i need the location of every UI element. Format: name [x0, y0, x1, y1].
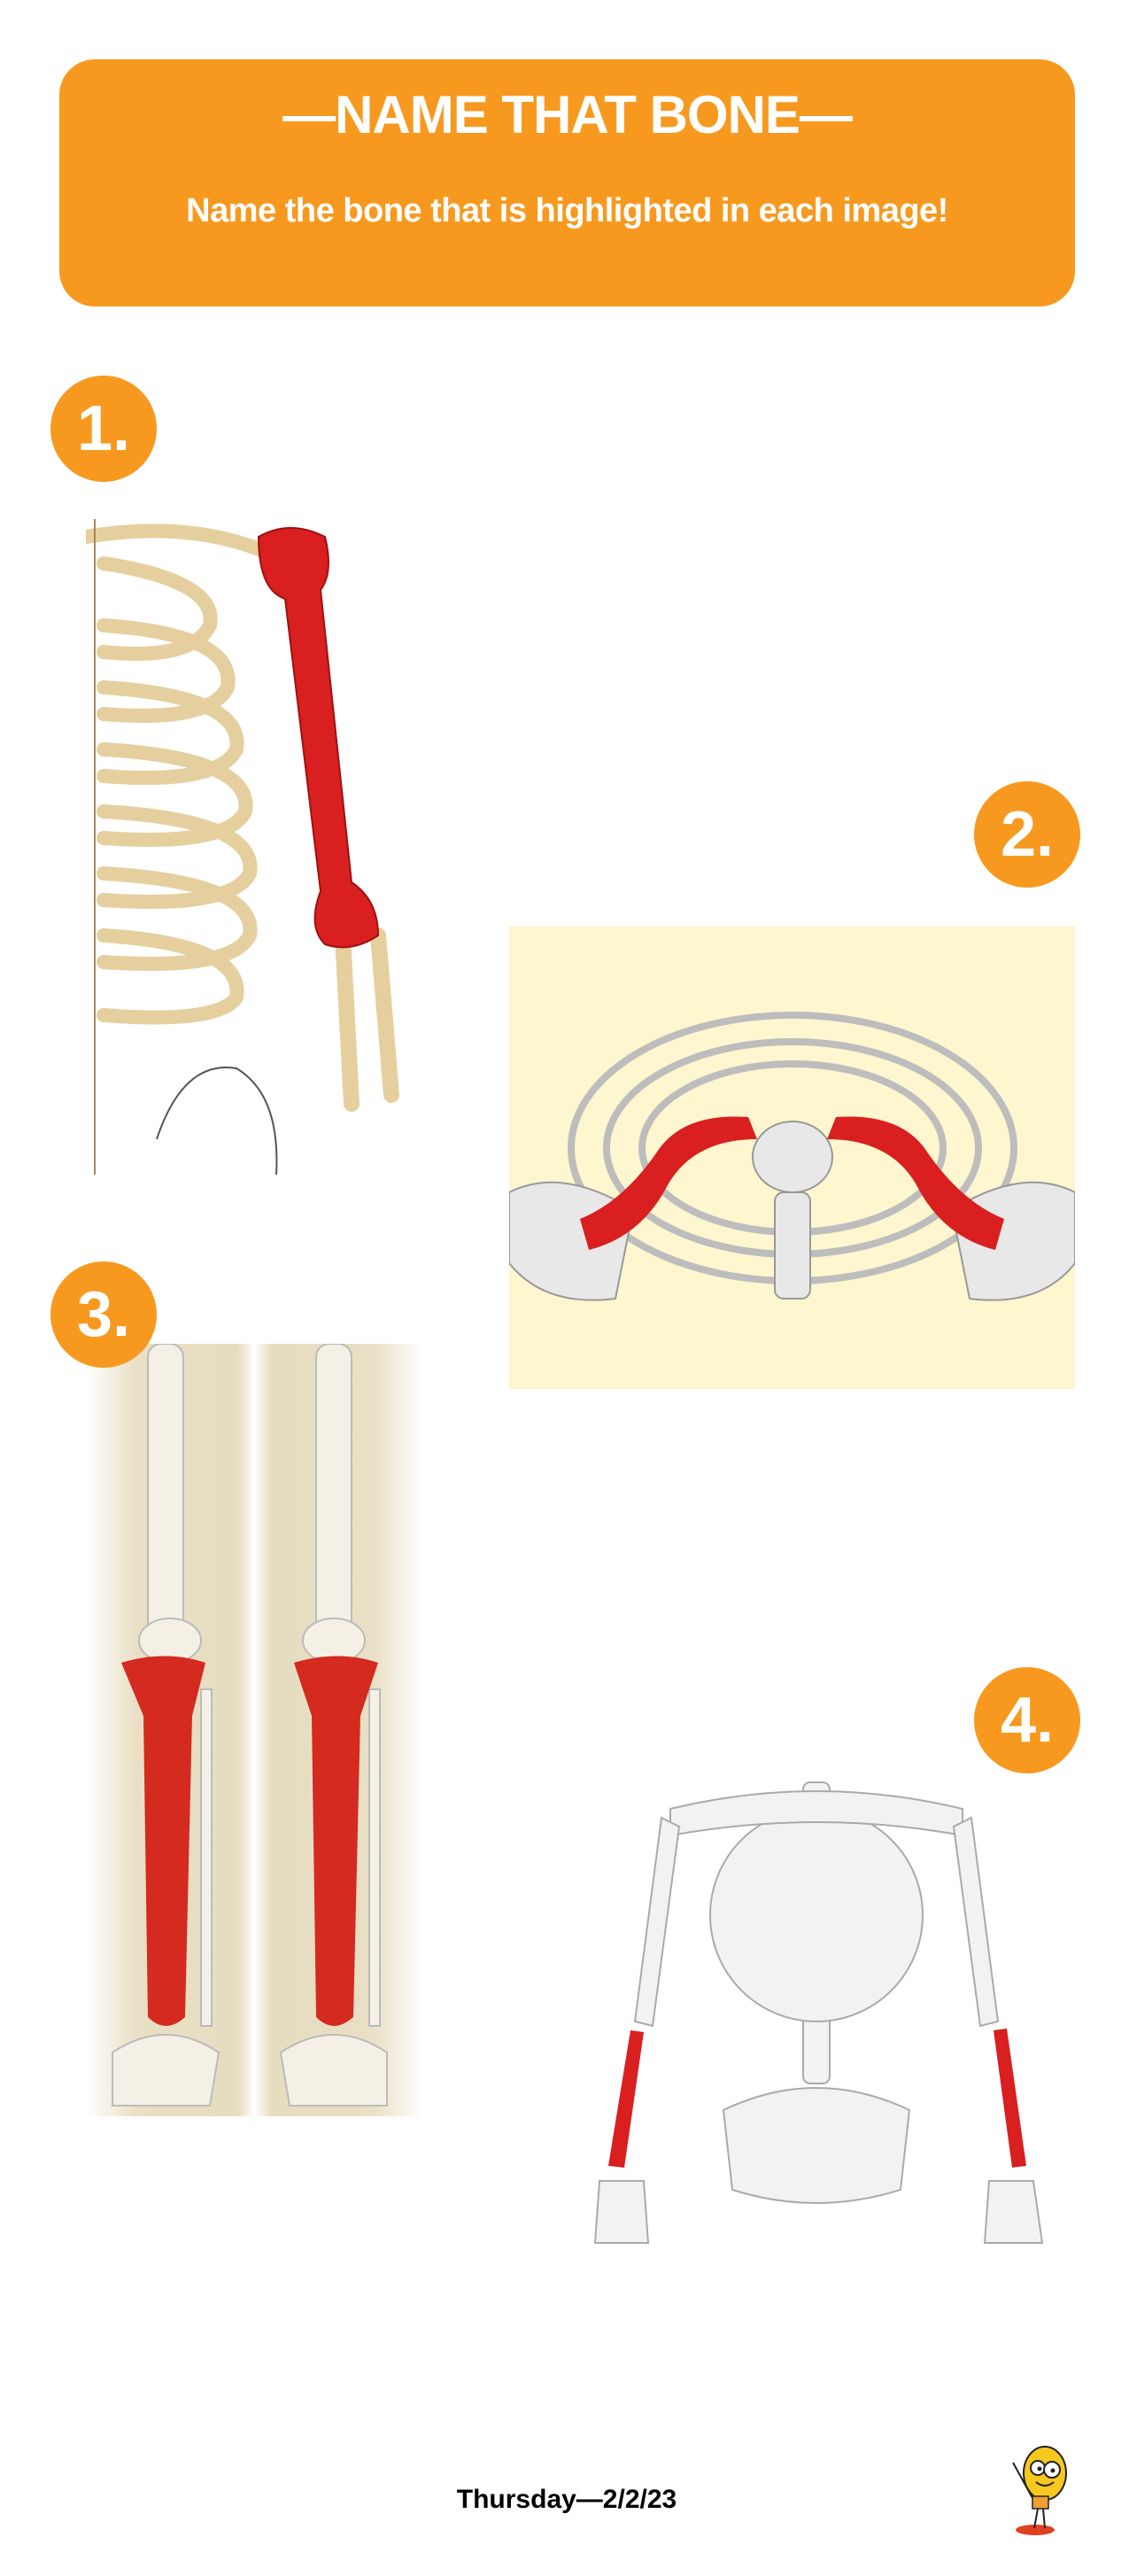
tibia-illustration	[112, 1344, 388, 2107]
question-number-badge: 2.	[974, 781, 1080, 888]
lightbulb-mascot-icon	[994, 2445, 1078, 2538]
question-3-image	[86, 1344, 423, 2116]
humerus-illustration	[86, 519, 399, 1175]
question-number-badge: 3.	[50, 1261, 157, 1368]
ulna-illustration	[593, 1781, 1044, 2244]
header-banner: —NAME THAT BONE— Name the bone that is h…	[59, 59, 1075, 306]
page-title: —NAME THAT BONE—	[282, 85, 853, 144]
question-2-image	[509, 927, 1075, 1389]
question-1-image	[86, 484, 432, 1175]
question-number-badge: 1.	[50, 376, 157, 482]
question-4-image	[564, 1773, 1071, 2254]
clavicle-illustration	[509, 1012, 1075, 1301]
footer-date: Thursday—2/2/23	[456, 2485, 677, 2514]
page-subtitle: Name the bone that is highlighted in eac…	[186, 192, 948, 229]
question-number-badge: 4.	[974, 1667, 1080, 1773]
